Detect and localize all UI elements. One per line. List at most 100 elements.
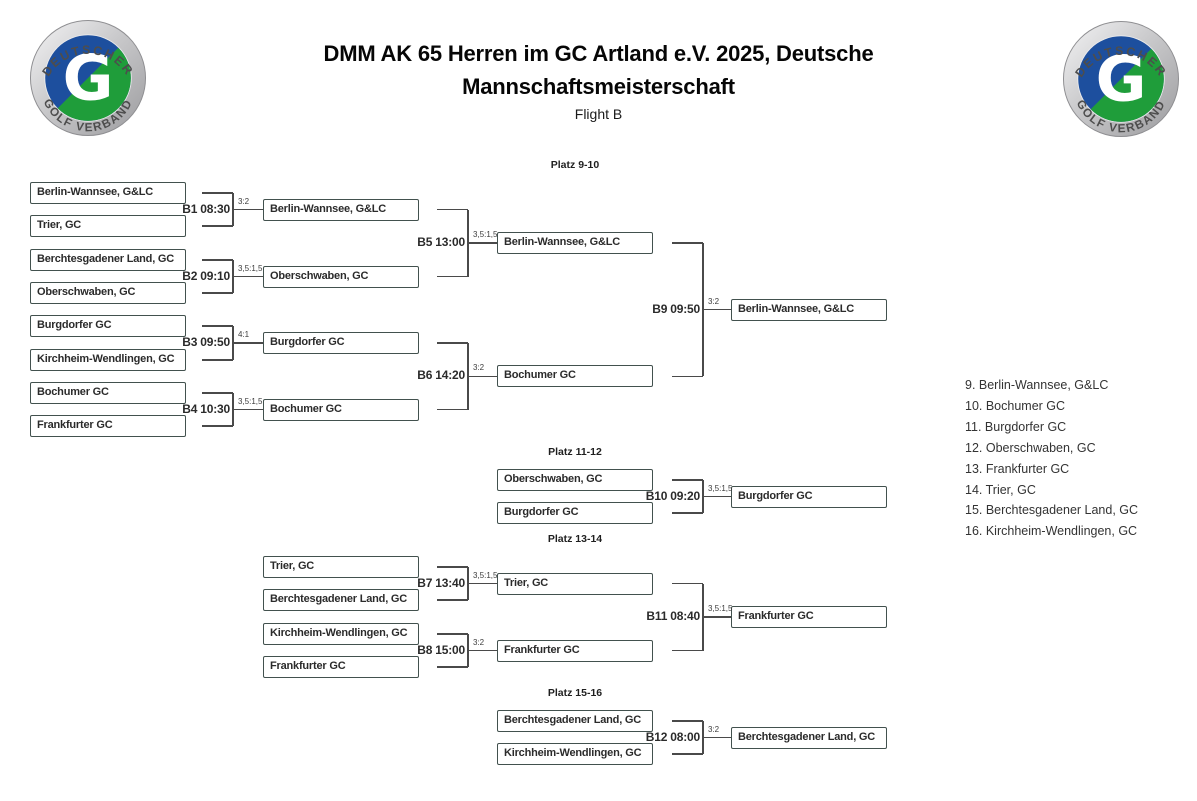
connector-line	[467, 634, 469, 667]
connector-line	[202, 392, 233, 394]
connector-line	[702, 583, 704, 651]
match-label: B5 13:00	[417, 235, 465, 249]
connector-line	[202, 259, 233, 261]
standings-item: 14. Trier, GC	[965, 482, 1036, 497]
connector-line	[468, 582, 497, 585]
connector-line	[437, 566, 468, 568]
connector-line	[437, 666, 468, 668]
connector-line	[437, 208, 468, 211]
match-label: B9 09:50	[652, 301, 700, 316]
team-box: Bochumer GC	[263, 398, 419, 421]
connector-line	[233, 275, 263, 278]
standings-item: 9. Berlin-Wannsee, G&LC	[965, 378, 1109, 392]
logo-disc-green	[57, 47, 131, 121]
title-line-2: Mannschaftsmeisterschaft	[462, 74, 735, 99]
match-label: B11 08:40	[646, 609, 700, 623]
team-box: Frankfurter GC	[731, 606, 887, 628]
standings-item: 15. Berchtesgadener Land, GC	[965, 503, 1139, 518]
match-label: B4 10:30	[182, 401, 230, 416]
connector-line	[437, 599, 468, 601]
connector-line	[672, 753, 703, 755]
connector-line	[702, 480, 704, 513]
team-box: Kirchheim-Wendlingen, GC	[497, 743, 653, 765]
connector-line	[232, 260, 234, 293]
section-title: Platz 13-14	[547, 533, 603, 545]
connector-line	[703, 495, 731, 498]
connector-line	[202, 225, 233, 227]
connector-line	[437, 342, 468, 344]
section-title: Platz 15-16	[547, 687, 603, 699]
match-score: 3:2	[708, 296, 720, 306]
team-box: Burgdorfer GC	[263, 332, 419, 354]
standings-list: 9. Berlin-Wannsee, G&LC 10. Bochumer GC 11…	[965, 375, 1138, 542]
team-box: Berlin-Wannsee, G&LC	[30, 182, 186, 204]
connector-line	[202, 325, 233, 327]
match-label: B8 15:00	[417, 642, 465, 657]
team-box: Berchtesgadener Land, GC	[263, 589, 419, 611]
match-score: 3:2	[473, 363, 485, 373]
connector-line	[702, 721, 704, 754]
match-label: B1 08:30	[182, 201, 230, 216]
connector-line	[468, 649, 497, 652]
dgv-logo: G DEUTSCHER GOLF VERBAND	[29, 19, 147, 137]
team-box: Burgdorfer GC	[30, 315, 186, 337]
connector-line	[672, 512, 703, 514]
team-box: Berlin-Wannsee, G&LC	[497, 232, 653, 254]
connector-line	[233, 408, 263, 411]
section-title: Platz 9-10	[550, 159, 600, 171]
match-label: B3 09:50	[182, 335, 230, 349]
connector-line	[703, 736, 731, 739]
team-box: Berlin-Wannsee, G&LC	[263, 198, 419, 221]
connector-line	[703, 308, 731, 311]
match-score: 3:2	[473, 637, 485, 647]
connector-line	[467, 209, 469, 277]
team-box: Bochumer GC	[30, 382, 186, 404]
team-box: Berchtesgadener Land, GC	[497, 710, 653, 732]
team-box: Frankfurter GC	[30, 415, 186, 437]
match-label: B2 09:10	[182, 268, 230, 283]
connector-line	[468, 375, 497, 377]
connector-line	[672, 720, 703, 722]
team-box: Kirchheim-Wendlingen, GC	[263, 623, 419, 645]
match-score: 3,5:1,5	[708, 604, 733, 613]
team-box: Oberschwaben, GC	[263, 265, 419, 288]
match-score: 3,5:1,5	[708, 483, 733, 493]
standings-item: 10. Bochumer GC	[965, 398, 1066, 413]
connector-line	[702, 243, 704, 377]
team-box: Berlin-Wannsee, G&LC	[731, 298, 887, 321]
connector-line	[232, 393, 234, 426]
match-label: B7 13:40	[417, 575, 465, 590]
team-box: Burgdorfer GC	[497, 502, 653, 524]
connector-line	[202, 192, 233, 194]
team-box: Bochumer GC	[497, 365, 653, 387]
title-line-1: DMM AK 65 Herren im GC Artland e.V. 2025…	[323, 41, 874, 66]
connector-line	[232, 326, 234, 360]
match-label: B12 08:00	[645, 729, 700, 744]
match-score: 3,5:1,5	[473, 570, 498, 580]
connector-line	[672, 582, 703, 585]
connector-line	[233, 208, 263, 211]
connector-line	[437, 633, 468, 635]
team-box: Berchtesgadener Land, GC	[731, 726, 887, 749]
team-box: Frankfurter GC	[263, 656, 419, 678]
logo-monogram: G	[63, 42, 114, 115]
logo-monogram: G	[1096, 43, 1147, 116]
team-box: Trier, GC	[30, 215, 186, 237]
dgv-logo-left: G DEUTSCHER GOLF VERBAND	[29, 19, 147, 137]
connector-line	[233, 342, 263, 344]
connector-line	[202, 425, 233, 427]
match-score: 4:1	[238, 330, 250, 339]
connector-line	[437, 275, 468, 278]
match-score: 3,5:1,5	[473, 230, 498, 239]
team-box: Burgdorfer GC	[731, 485, 887, 508]
dgv-logo: G DEUTSCHER GOLF VERBAND	[1062, 20, 1180, 138]
connector-line	[467, 343, 469, 410]
connector-line	[202, 359, 233, 361]
connector-line	[672, 649, 703, 652]
team-box: Trier, GC	[497, 572, 653, 595]
match-label: B10 09:20	[645, 488, 700, 503]
standings-item: 16. Kirchheim-Wendlingen, GC	[965, 524, 1138, 539]
connector-line	[468, 242, 497, 244]
standings-item: 11. Burgdorfer GC	[965, 419, 1067, 434]
